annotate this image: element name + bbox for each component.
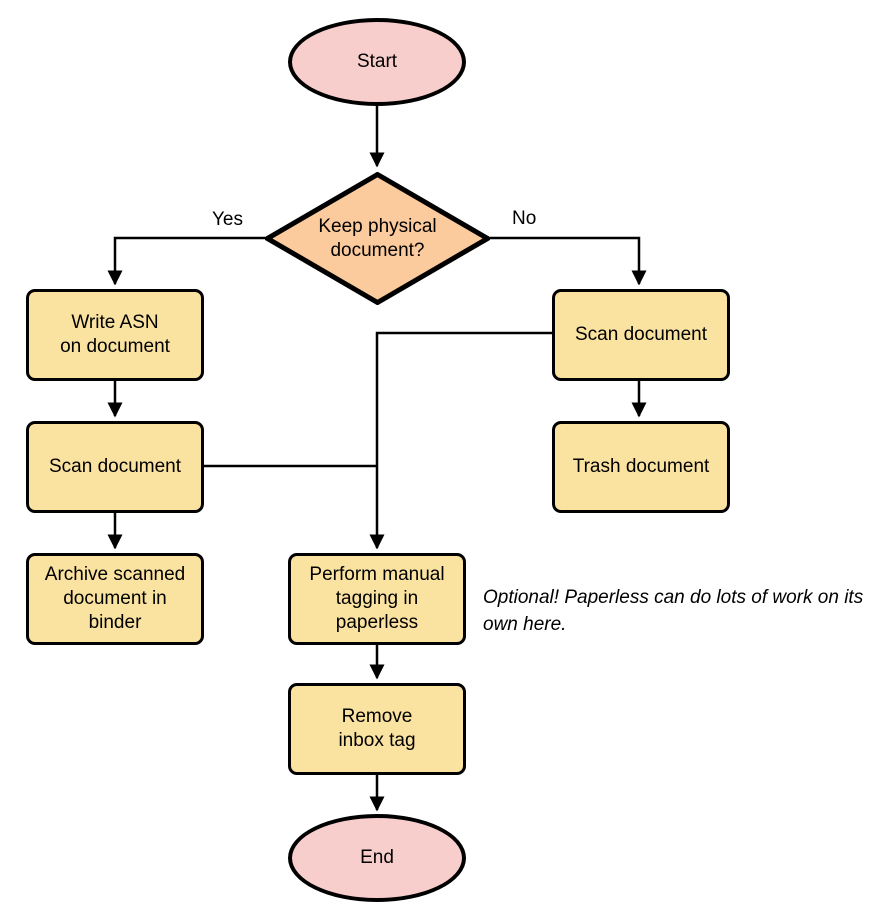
diamond-shape: [265, 172, 490, 305]
node-write-asn-label: Write ASN on document: [60, 312, 170, 357]
edge-label-no: No: [509, 208, 540, 230]
node-scan-document-right-label: Scan document: [574, 324, 708, 346]
annotation-optional-note: Optional! Paperless can do lots of work …: [483, 587, 864, 635]
node-start-label: Start: [356, 51, 398, 73]
edge-scan-right-to-manual-tagging: [369, 331, 552, 550]
node-manual-tagging-label: Perform manual tagging in paperless: [309, 564, 445, 633]
node-scan-document-left-label: Scan document: [48, 456, 182, 478]
edge-decision-no-to-scan-right: [490, 236, 647, 286]
node-scan-document-left[interactable]: Scan document: [26, 421, 204, 513]
node-end[interactable]: End: [288, 814, 466, 902]
node-decision-keep-physical-document[interactable]: Keep physical document?: [265, 172, 490, 305]
node-archive-scanned-document-in-binder[interactable]: Archive scanned document in binder: [26, 553, 204, 645]
node-start[interactable]: Start: [288, 18, 466, 106]
node-end-label: End: [360, 847, 394, 869]
node-archive-binder-label: Archive scanned document in binder: [44, 564, 186, 633]
node-scan-document-right[interactable]: Scan document: [552, 289, 730, 381]
node-remove-inbox-tag-label: Remove inbox tag: [338, 706, 416, 751]
node-trash-document-label: Trash document: [572, 456, 710, 478]
edge-label-yes: Yes: [209, 209, 246, 231]
edge-decision-yes-to-write-asn: [107, 236, 265, 286]
node-perform-manual-tagging-in-paperless[interactable]: Perform manual tagging in paperless: [288, 553, 466, 645]
node-decision-label: Keep physical document?: [318, 215, 437, 261]
node-remove-inbox-tag[interactable]: Remove inbox tag: [288, 683, 466, 775]
node-write-asn-on-document[interactable]: Write ASN on document: [26, 289, 204, 381]
node-trash-document[interactable]: Trash document: [552, 421, 730, 513]
